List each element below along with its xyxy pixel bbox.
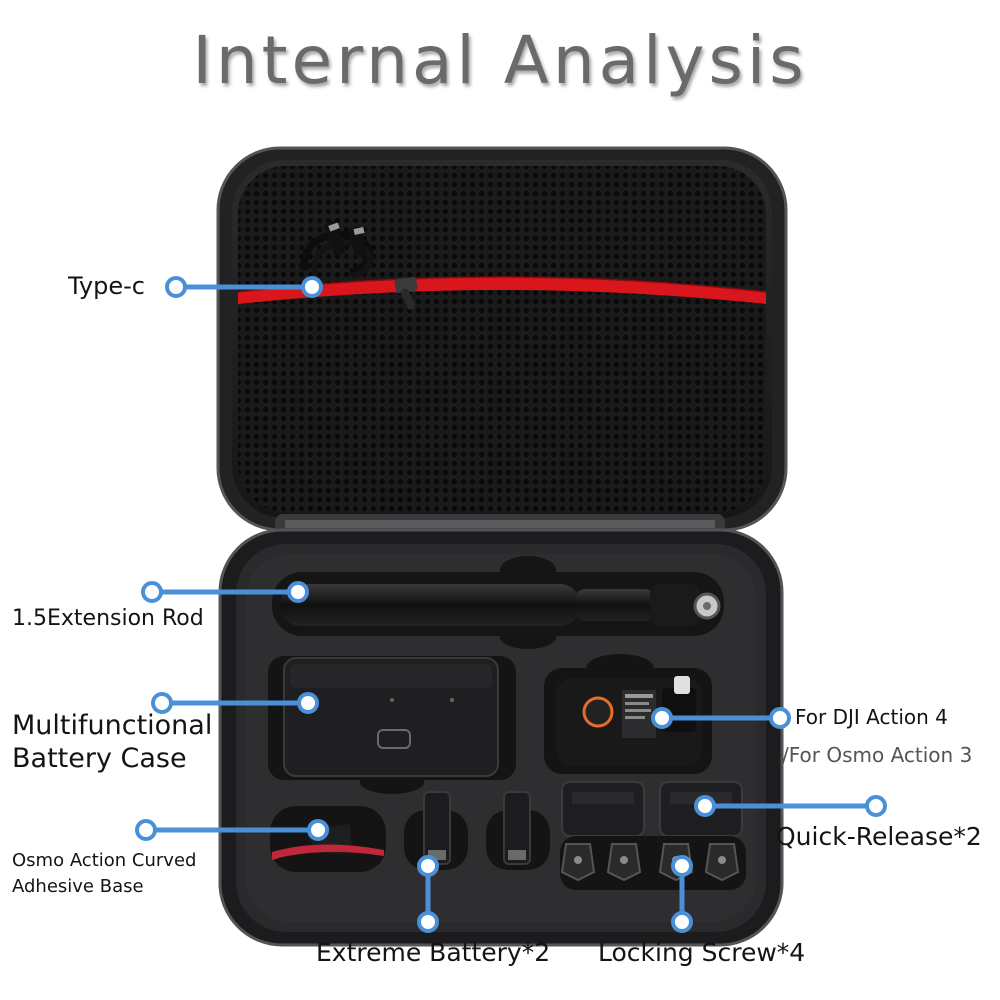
label-type-c: Type-c (68, 272, 145, 300)
label-locking-screw: Locking Screw*4 (598, 938, 806, 967)
callouts (146, 284, 876, 922)
label-quick-release: Quick-Release*2 (776, 822, 982, 851)
label-adhesive-base-line1: Osmo Action Curved (12, 850, 197, 871)
battery-case (268, 656, 516, 794)
label-dji-action4: For DJI Action 4 (795, 705, 948, 729)
adhesive-base (270, 806, 386, 872)
label-extreme-battery: Extreme Battery*2 (316, 938, 551, 967)
page-title: Internal Analysis (192, 22, 808, 99)
label-battery-case-line2: Battery Case (12, 743, 187, 774)
callout-dots (135, 276, 887, 933)
case-lid (216, 146, 788, 532)
label-battery-case-line1: Multifunctional (12, 710, 213, 741)
extreme-batteries (404, 791, 550, 870)
label-osmo-action3: /For Osmo Action 3 (782, 743, 973, 767)
action-camera (544, 654, 712, 774)
label-adhesive-base-line2: Adhesive Base (12, 876, 144, 897)
type-c-cable (300, 220, 374, 279)
label-extension-rod: 1.5Extension Rod (12, 606, 204, 631)
extension-rod (272, 556, 724, 649)
